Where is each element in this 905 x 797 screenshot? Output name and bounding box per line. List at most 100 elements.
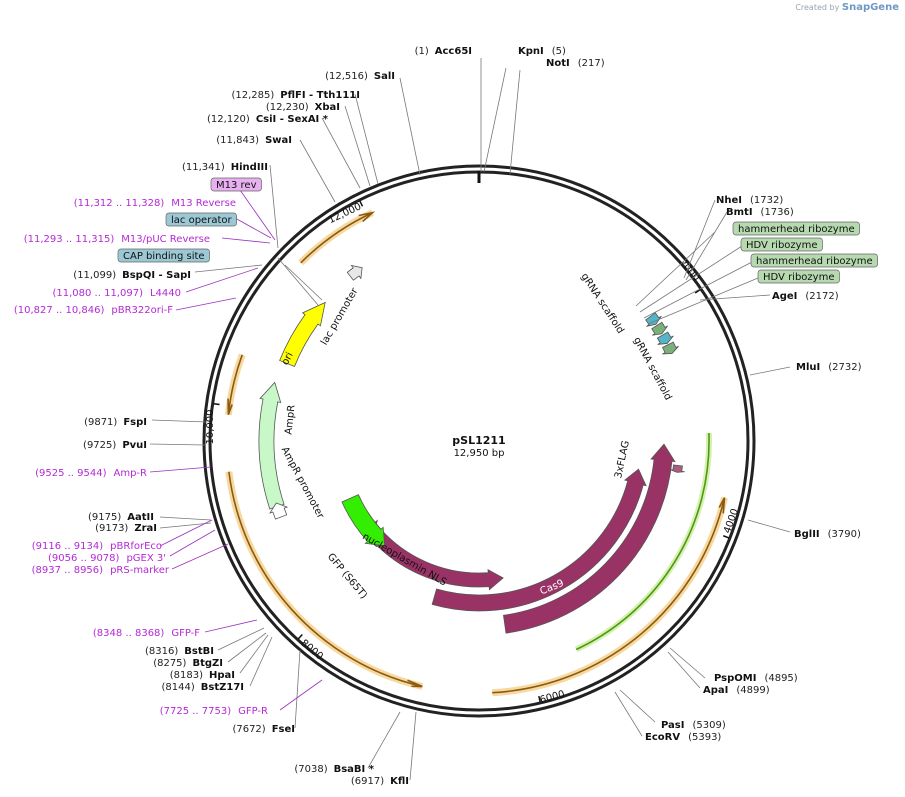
site-position: (4895): [764, 673, 797, 684]
site-name: BmtI: [726, 207, 753, 218]
site-name: SalI: [374, 71, 395, 82]
site-position: (12,516): [325, 71, 368, 82]
site-name: BtgZI: [192, 658, 223, 669]
cas9-outer-arrow: [503, 443, 676, 634]
site-noti: NotI (217): [546, 58, 605, 69]
leader-line-29: [399, 77, 421, 176]
primer-m13reverse: M13 Reverse (11,312 .. 11,328): [74, 198, 236, 209]
orf-top-arrowhead: [358, 211, 376, 223]
box-cap-binding-site-bg: [117, 248, 210, 263]
primer-name: Amp-R: [114, 468, 148, 479]
box-cap-binding-site-text: CAP binding site: [123, 251, 205, 262]
site-fspi: FspI(9871): [84, 417, 147, 428]
ori-arrow: [279, 301, 326, 367]
site-position: (8183): [170, 670, 203, 681]
site-bmti: BmtI(1736): [726, 207, 794, 218]
site-acc65i: Acc65I(1): [415, 46, 472, 57]
box-m13-rev-bg: [210, 177, 262, 192]
site-zrai: ZraI(9173): [95, 523, 157, 534]
primer-name: M13 Reverse: [171, 198, 236, 209]
primer-name: M13/pUC Reverse: [121, 234, 210, 245]
primer-m13pucreverse: M13/pUC Reverse(11,293 .. 11,315): [24, 234, 210, 245]
leader-line-20: [159, 522, 212, 529]
orf-top: [300, 211, 373, 264]
site-position: (217): [578, 58, 605, 69]
features-layer: [258, 264, 685, 634]
site-name: HpaI: [209, 670, 235, 681]
box-hdv-ribozyme-1-bg: [740, 237, 823, 252]
leader-line-34: [221, 237, 271, 244]
primer-prsmarker: pRS-marker(8937 .. 8956): [32, 565, 170, 576]
leader-line-36: [175, 297, 237, 311]
box-lac-operator-text: lac operator: [171, 215, 232, 226]
leader-line-23: [194, 264, 263, 273]
primer-position: (8348 .. 8368): [93, 628, 165, 639]
site-name: PasI: [661, 720, 684, 731]
leader-line-17: [227, 632, 267, 663]
site-position: (11,341): [182, 162, 225, 173]
leader-line-26: [321, 117, 361, 189]
primer-l4440: L4440(11,080 .. 11,097): [52, 288, 181, 299]
site-name: PspOMI: [714, 673, 756, 684]
site-position: (12,285): [231, 90, 274, 101]
site-position: (5309): [692, 720, 725, 731]
site-position: (7672): [232, 724, 265, 735]
site-position: (2172): [805, 291, 838, 302]
site-kfli: KflI(6917): [351, 776, 409, 787]
primer-position: (7725 .. 7753): [160, 706, 232, 717]
leader-line-5: [699, 294, 771, 301]
site-mlui: MluI(2732): [796, 362, 862, 373]
site-position: (8275): [153, 658, 186, 669]
primer-position: (10,827 .. 10,846): [14, 305, 105, 316]
tick-mark-4: [213, 402, 220, 406]
box-lac-operator: lac operator: [165, 212, 237, 227]
site-pasi: PasI (5309): [661, 720, 726, 731]
leader-line-44: [639, 245, 743, 313]
site-name: CsiI - SexAI *: [256, 114, 329, 125]
leader-line-25: [299, 139, 336, 203]
site-name: KpnI: [518, 46, 544, 57]
site-apai: ApaI (4899): [703, 685, 770, 696]
site-position: (8316): [145, 646, 178, 657]
site-name: HindIII: [231, 162, 268, 173]
leader-line-13: [367, 711, 401, 769]
orf-arcs: [224, 209, 728, 697]
site-position: (5393): [688, 732, 721, 743]
box-m13-rev: M13 rev: [210, 177, 262, 192]
ampr-promoter-label: AmpR promoter: [279, 445, 326, 521]
primer-name: pGEX 3': [126, 553, 166, 564]
site-name: NheI: [716, 195, 742, 206]
leader-line-45: [643, 261, 753, 319]
site-position: (4899): [736, 685, 769, 696]
leader-line-3: [683, 199, 716, 279]
tick-mark-5: [359, 200, 364, 207]
site-position: (5): [552, 46, 566, 57]
site-name: ApaI: [703, 685, 728, 696]
lac-promoter-arrow: [346, 264, 363, 281]
leader-line-18: [217, 627, 265, 651]
tick-mark-0: [694, 288, 701, 294]
site-position: (7038): [294, 764, 327, 775]
site-name: Acc65I: [435, 46, 472, 57]
leader-line-27: [344, 105, 371, 187]
site-name: FspI: [123, 417, 147, 428]
green-arc-outer: [575, 432, 710, 651]
primer-name: L4440: [150, 288, 181, 299]
site-position: (1732): [750, 195, 783, 206]
site-name: AatII: [127, 512, 154, 523]
leader-line-35: [185, 267, 259, 293]
box-hdv-ribozyme-1-text: HDV ribozyme: [746, 240, 817, 251]
site-name: BspQI - SapI: [122, 270, 191, 281]
primer-position: (11,312 .. 11,328): [74, 198, 165, 209]
ribozyme-1: [651, 321, 668, 336]
leader-line-7: [747, 519, 791, 533]
box-hammerhead-ribozyme-2: hammerhead ribozyme: [750, 253, 878, 268]
site-name: PflFI - Tth111I: [280, 90, 360, 101]
tick-mark-1: [722, 535, 730, 539]
leader-line-10: [619, 689, 656, 723]
primer-position: (8937 .. 8956): [32, 565, 104, 576]
leader-line-39: [169, 529, 216, 557]
site-name: NotI: [546, 58, 570, 69]
box-hammerhead-ribozyme-1-bg: [732, 221, 860, 236]
primer-name: pBR322ori-F: [111, 305, 173, 316]
